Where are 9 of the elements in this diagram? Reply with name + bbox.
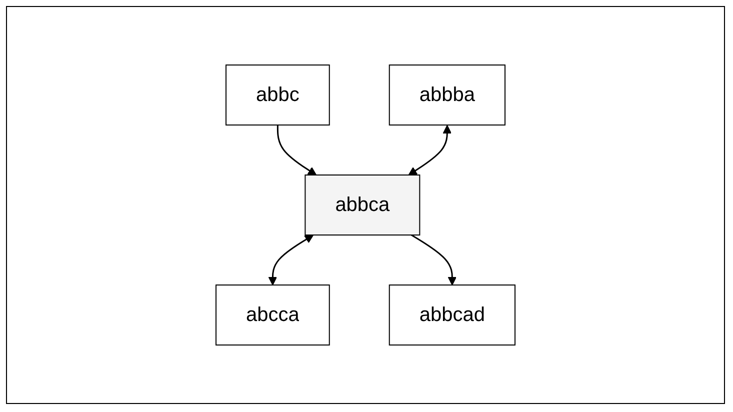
node-box: abbba: [388, 64, 506, 126]
node-box: abbc: [226, 64, 330, 126]
arrow: [411, 234, 457, 286]
node-box: abcca: [216, 284, 330, 346]
node-box: abbcad: [388, 284, 516, 346]
arrow: [408, 125, 452, 176]
node-box: abbca: [304, 174, 420, 236]
arrow: [268, 234, 314, 286]
arrow: [276, 125, 317, 176]
